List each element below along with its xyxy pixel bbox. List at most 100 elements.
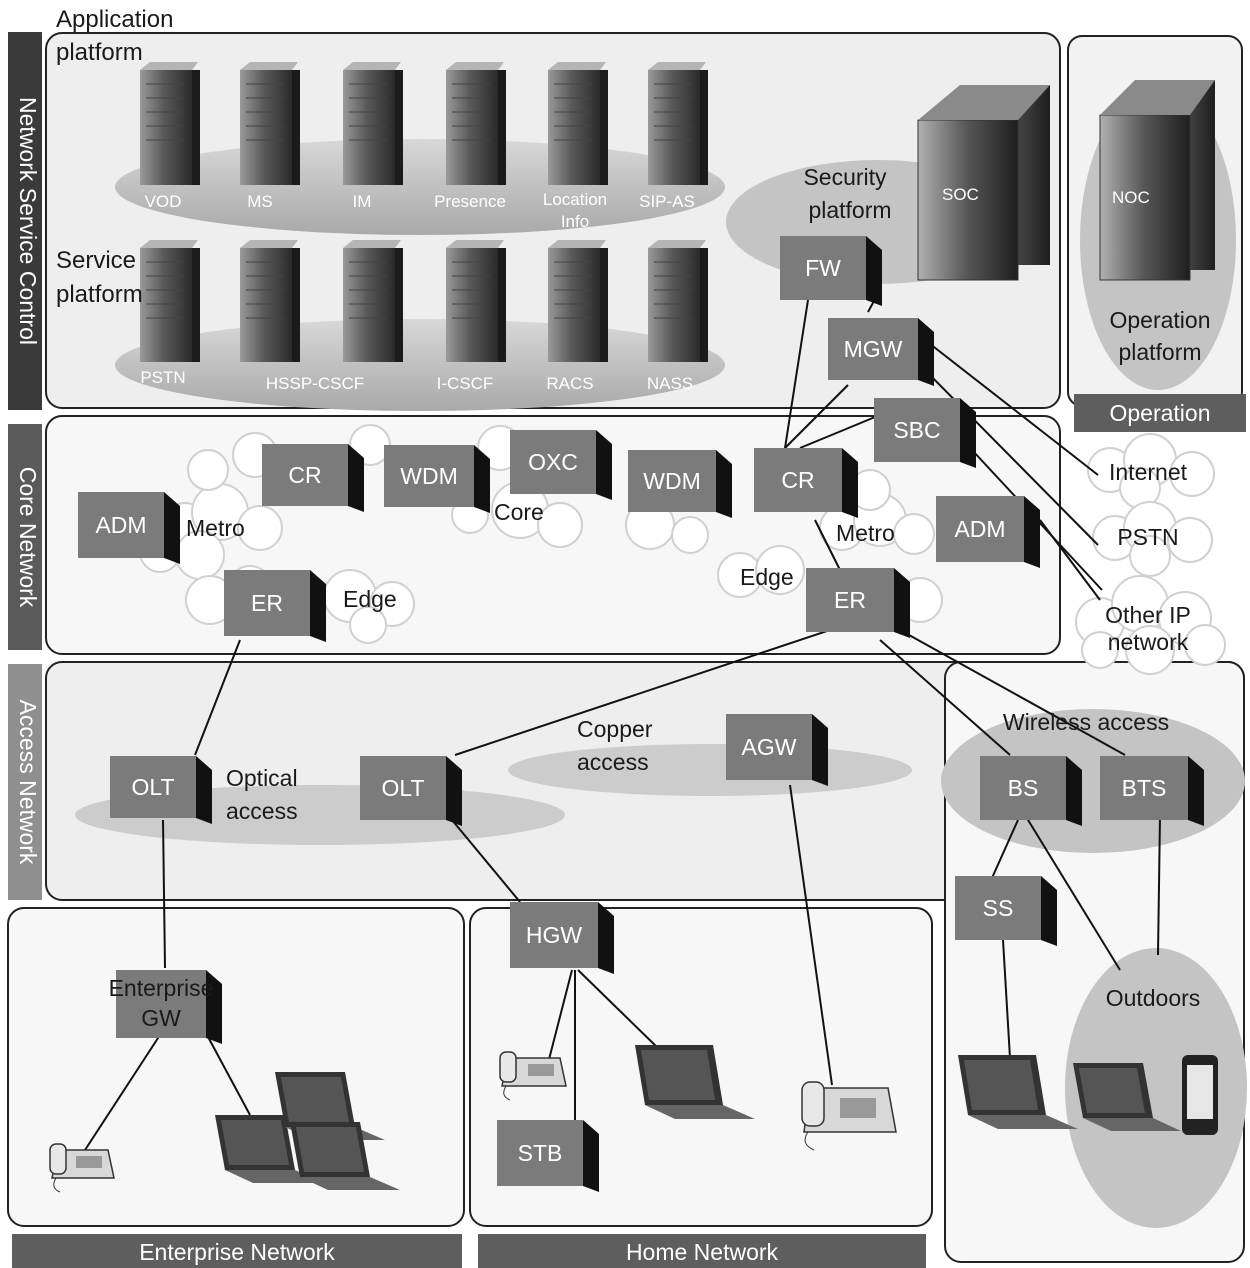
node-bs: BS bbox=[980, 756, 1082, 826]
service-server-label: I-CSCF bbox=[437, 374, 494, 393]
app-server-label: VOD bbox=[145, 192, 182, 211]
node-oxc: OXC bbox=[510, 430, 612, 500]
node-label: OLT bbox=[131, 774, 174, 800]
app-server-label: MS bbox=[247, 192, 273, 211]
edge-right-label: Edge bbox=[740, 564, 794, 590]
node-label: BTS bbox=[1122, 775, 1167, 801]
node-label: Enterprise bbox=[109, 975, 214, 1001]
service-platform-label-1: Service bbox=[56, 247, 136, 274]
app-server-label: IM bbox=[353, 192, 372, 211]
node-er-left: ER bbox=[224, 570, 326, 642]
node-er-right: ER bbox=[806, 568, 910, 638]
other-ip-label-1: Other IP bbox=[1105, 602, 1191, 628]
node-label: STB bbox=[518, 1140, 563, 1166]
operation-platform-label-2: platform bbox=[1118, 339, 1201, 365]
node-label: SS bbox=[983, 895, 1014, 921]
node-label: SBC bbox=[893, 417, 940, 443]
soc-server: SOC bbox=[918, 85, 1050, 280]
wireless-access-label: Wireless access bbox=[1003, 709, 1169, 735]
node-sbc: SBC bbox=[874, 398, 976, 468]
node-label: ADM bbox=[954, 516, 1005, 542]
node-adm-right: ADM bbox=[936, 496, 1040, 568]
service-platform-ellipse bbox=[115, 319, 725, 411]
node-label: HGW bbox=[526, 922, 583, 948]
metro-right-label: Metro bbox=[836, 520, 895, 546]
node-fw: FW bbox=[780, 236, 882, 306]
server-icon bbox=[343, 240, 403, 362]
service-control-bar-label: Network Service Control bbox=[15, 97, 41, 345]
node-label: BS bbox=[1008, 775, 1039, 801]
node-cr-right: CR bbox=[754, 448, 858, 518]
node-label: OLT bbox=[381, 775, 424, 801]
node-label: AGW bbox=[742, 734, 797, 760]
server-icon bbox=[240, 62, 300, 185]
operation-bar-label: Operation bbox=[1109, 400, 1210, 426]
server-icon bbox=[343, 62, 403, 185]
node-label: MGW bbox=[844, 336, 903, 362]
internet-label: Internet bbox=[1109, 459, 1188, 485]
server-icon bbox=[648, 62, 708, 185]
copper-access-label-2: access bbox=[577, 749, 649, 775]
outdoors-label: Outdoors bbox=[1106, 985, 1201, 1011]
app-server-label: Location bbox=[543, 190, 607, 209]
service-server-label: NASS bbox=[647, 374, 693, 393]
server-icon bbox=[446, 240, 506, 362]
other-ip-label-2: network bbox=[1108, 629, 1189, 655]
copper-access-label-1: Copper bbox=[577, 716, 653, 742]
node-bts: BTS bbox=[1100, 756, 1204, 826]
node-label: WDM bbox=[400, 463, 457, 489]
soc-label: SOC bbox=[942, 185, 979, 204]
node-adm-left: ADM bbox=[78, 492, 180, 564]
node-label: FW bbox=[805, 255, 841, 281]
optical-access-label-1: Optical bbox=[226, 765, 298, 791]
enterprise-network-label: Enterprise Network bbox=[139, 1239, 335, 1265]
security-platform-label-1: Security bbox=[803, 164, 887, 190]
node-cr-left: CR bbox=[262, 444, 364, 512]
node-ss: SS bbox=[955, 876, 1057, 946]
node-wdm-right: WDM bbox=[628, 450, 732, 518]
server-icon bbox=[140, 240, 200, 362]
core-cloud-label: Core bbox=[494, 499, 544, 525]
edge-left-label: Edge bbox=[343, 586, 397, 612]
core-network-bar-label: Core Network bbox=[15, 467, 41, 608]
access-network-bar-label: Access Network bbox=[15, 700, 41, 865]
node-label: CR bbox=[288, 462, 321, 488]
node-label: GW bbox=[141, 1005, 181, 1031]
service-server-label: RACS bbox=[546, 374, 593, 393]
node-wdm-left: WDM bbox=[384, 445, 490, 513]
noc-label: NOC bbox=[1112, 188, 1150, 207]
service-server-label: HSSP-CSCF bbox=[266, 374, 364, 393]
node-stb: STB bbox=[497, 1120, 599, 1192]
node-label: OXC bbox=[528, 449, 578, 475]
node-label: ER bbox=[834, 587, 866, 613]
node-olt-right: OLT bbox=[360, 756, 462, 826]
server-icon bbox=[548, 62, 608, 185]
security-platform-label-2: platform bbox=[808, 197, 891, 223]
server-icon bbox=[140, 62, 200, 185]
service-server-label: PSTN bbox=[140, 368, 185, 387]
server-icon bbox=[548, 240, 608, 362]
app-server-label: Info bbox=[561, 212, 589, 231]
app-server-label: Presence bbox=[434, 192, 506, 211]
copper-access-ellipse bbox=[508, 744, 912, 796]
node-agw: AGW bbox=[726, 714, 828, 786]
application-platform-label-2: platform bbox=[56, 39, 143, 66]
pstn-label: PSTN bbox=[1117, 524, 1178, 550]
node-label: WDM bbox=[643, 468, 700, 494]
operation-platform-label-1: Operation bbox=[1109, 307, 1210, 333]
mobile-phone-icon bbox=[1182, 1055, 1218, 1135]
application-platform-label-1: Application bbox=[56, 6, 173, 33]
optical-access-label-2: access bbox=[226, 798, 298, 824]
server-icon bbox=[648, 240, 708, 362]
node-label: ER bbox=[251, 590, 283, 616]
node-olt-left: OLT bbox=[110, 756, 212, 824]
node-label: CR bbox=[781, 467, 814, 493]
node-hgw: HGW bbox=[510, 902, 614, 974]
server-icon bbox=[446, 62, 506, 185]
node-mgw: MGW bbox=[828, 318, 934, 386]
app-server-label: SIP-AS bbox=[639, 192, 695, 211]
server-icon bbox=[240, 240, 300, 362]
noc-server: NOC bbox=[1100, 80, 1215, 280]
